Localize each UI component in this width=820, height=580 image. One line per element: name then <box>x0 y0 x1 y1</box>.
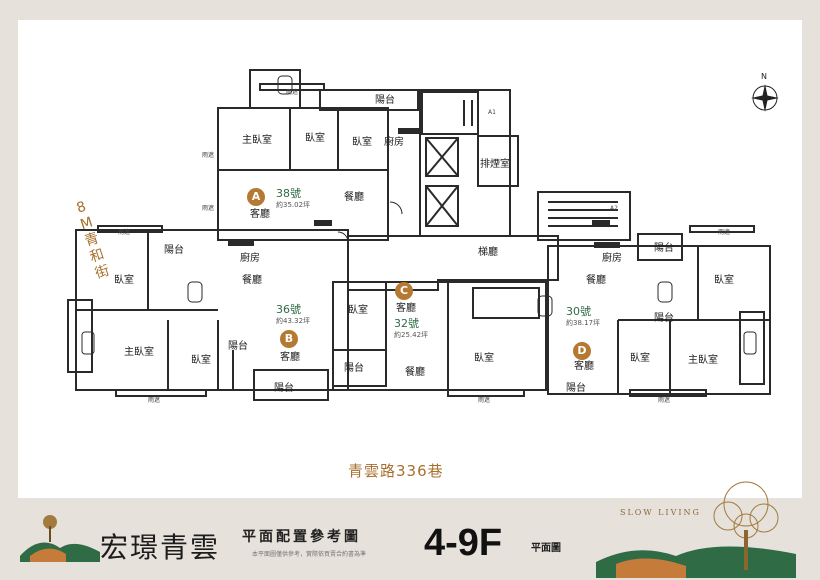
north-label: N <box>761 72 767 81</box>
plan-title: 平面配置參考圖 <box>242 529 361 545</box>
rain-cover-label: 雨遮 <box>478 397 491 404</box>
unit-d-number: 30號 <box>566 305 591 318</box>
rain-cover-label: 雨遮 <box>718 229 731 236</box>
unit-d-balcony-1: 陽台 <box>654 243 674 254</box>
rain-cover-label: 雨遮 <box>202 205 215 212</box>
disclaimer: 本平面圖僅供參考，實際依買賣合約書為準 <box>252 551 367 558</box>
floor-range: 4-9F <box>424 522 503 564</box>
rain-cover-label: 雨遮 <box>148 397 161 404</box>
unit-a-badge: A <box>247 188 265 206</box>
unit-a-bedroom-1: 臥室 <box>305 133 325 144</box>
unit-a-bedroom-2: 臥室 <box>352 137 372 148</box>
unit-b-balcony-2: 陽台 <box>228 341 248 352</box>
unit-d-bedroom-1: 臥室 <box>714 275 734 286</box>
unit-a-kitchen: 廚房 <box>384 137 404 148</box>
rain-cover-label: 雨遮 <box>202 152 215 159</box>
unit-b-number: 36號 <box>276 303 301 316</box>
unit-d-area: 約38.17坪 <box>566 319 601 327</box>
unit-a-outline <box>217 107 389 241</box>
smoke-room-label: 排煙室 <box>480 159 510 170</box>
unit-a-living: 客廳 <box>250 209 270 220</box>
floor-plan-sheet: 主臥室 臥室 臥室 廚房 陽台 餐廳 A 38號 約35.02坪 客廳 排煙室 … <box>18 20 802 498</box>
unit-b-living: 客廳 <box>280 352 300 363</box>
unit-b-area: 約43.32坪 <box>276 317 311 325</box>
unit-c-dining: 餐廳 <box>405 367 425 378</box>
unit-b-dining: 餐廳 <box>242 275 262 286</box>
rain-cover-label: 雨遮 <box>118 229 131 236</box>
unit-c-bedroom-1: 臥室 <box>348 305 368 316</box>
unit-a-dining: 餐廳 <box>344 192 364 203</box>
unit-b-master-bedroom: 主臥室 <box>124 347 154 358</box>
unit-d-living: 客廳 <box>574 361 594 372</box>
unit-c-area: 約25.42坪 <box>394 331 429 339</box>
mountain-tree-icon <box>20 515 100 562</box>
unit-d-bedroom-2: 臥室 <box>630 353 650 364</box>
stair-a2-label: A2 <box>610 205 618 212</box>
tree-landscape-icon <box>596 481 796 578</box>
unit-d-badge: D <box>573 342 591 360</box>
rain-cover-label: 雨遮 <box>286 89 299 96</box>
unit-d-balcony-3: 陽台 <box>654 313 674 324</box>
unit-b-badge: B <box>280 330 298 348</box>
unit-c-living: 客廳 <box>396 303 416 314</box>
rain-cover-label: 雨遮 <box>658 397 671 404</box>
unit-b-balcony-3: 陽台 <box>274 383 294 394</box>
unit-d-dining: 餐廳 <box>586 275 606 286</box>
north-arrow-icon: N <box>748 70 782 114</box>
stair-a1-label: A1 <box>488 109 496 116</box>
main-street-label: 青雲路336巷 <box>348 462 444 480</box>
unit-a-master-bedroom: 主臥室 <box>242 135 272 146</box>
unit-d-kitchen: 廚房 <box>602 253 622 264</box>
unit-a-area: 約35.02坪 <box>276 201 311 209</box>
floor-suffix: 平面圖 <box>531 543 561 554</box>
unit-d-balcony-2: 陽台 <box>566 383 586 394</box>
slogan: SLOW LIVING <box>620 508 701 517</box>
unit-b-kitchen: 廚房 <box>240 253 260 264</box>
unit-c-badge: C <box>395 282 413 300</box>
unit-d-master-bedroom: 主臥室 <box>688 355 718 366</box>
floor-plan-drawing <box>67 69 771 401</box>
unit-a-number: 38號 <box>276 187 301 200</box>
unit-b-balcony-1: 陽台 <box>164 245 184 256</box>
unit-c-balcony: 陽台 <box>344 363 364 374</box>
unit-c-bedroom-2: 臥室 <box>474 353 494 364</box>
unit-b-bedroom-2: 臥室 <box>191 355 211 366</box>
unit-a-balcony: 陽台 <box>375 95 395 106</box>
unit-c-number: 32號 <box>394 317 419 330</box>
stair-hall-label: 梯廳 <box>478 247 498 258</box>
project-name: 宏璟青雲 <box>100 531 221 564</box>
unit-b-bedroom-1: 臥室 <box>114 275 134 286</box>
